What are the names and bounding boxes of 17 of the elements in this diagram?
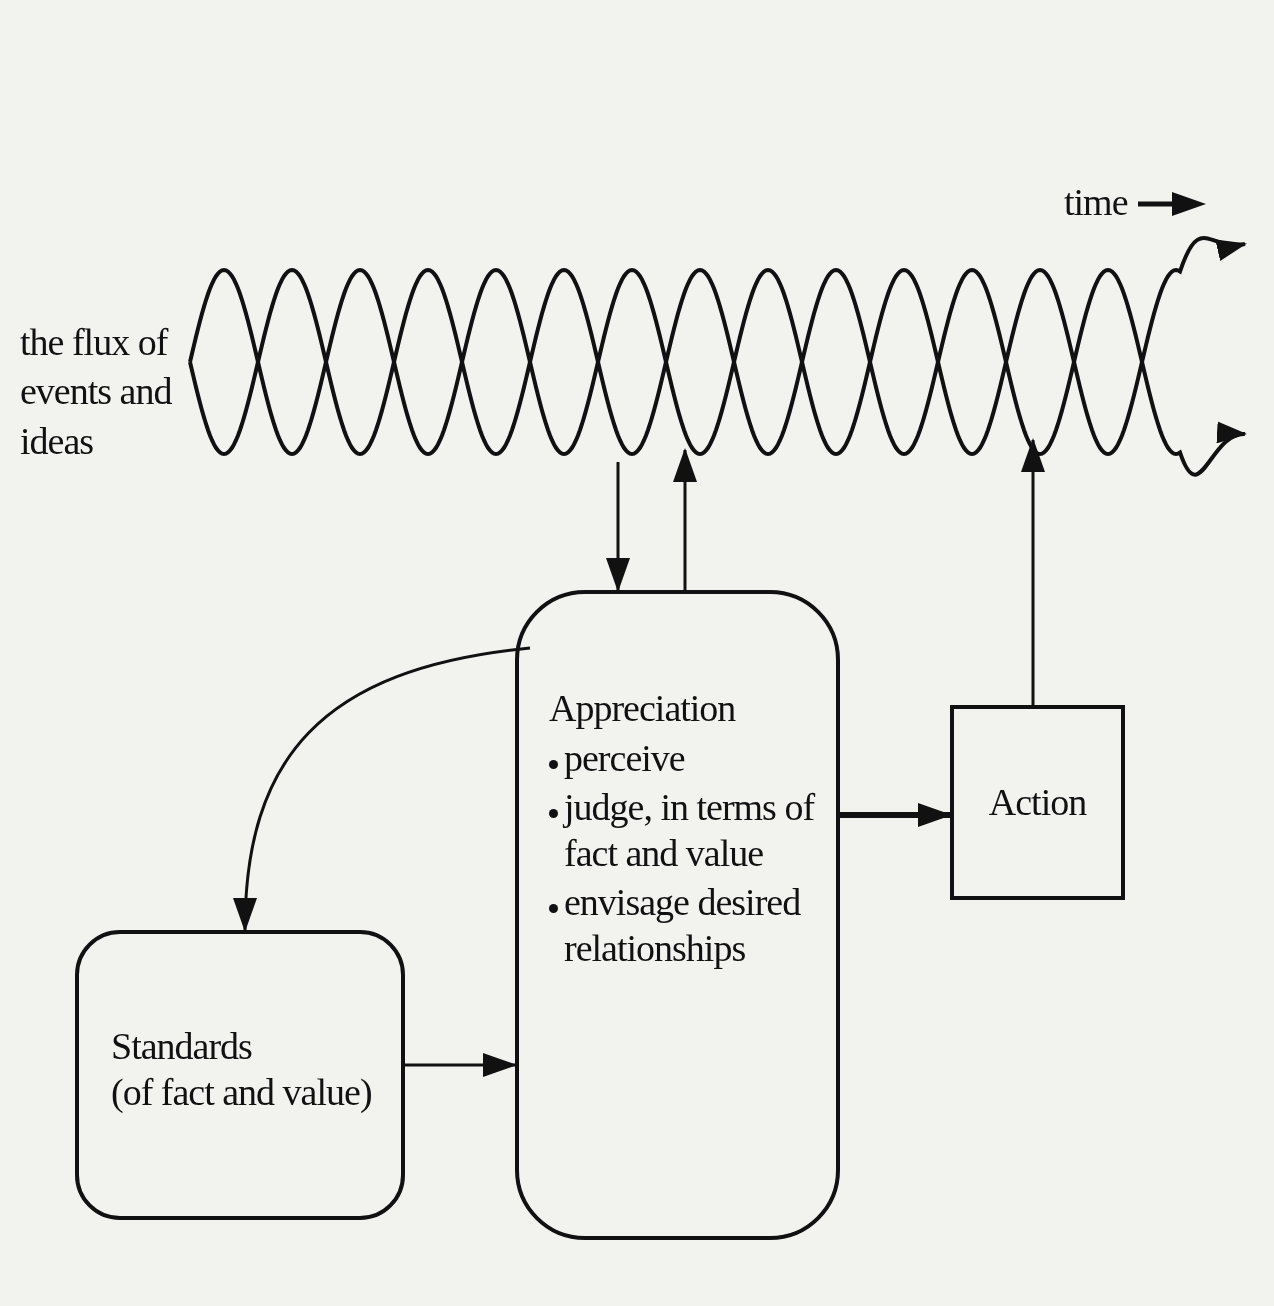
bullet-text: perceive: [564, 735, 685, 781]
arrow: [606, 462, 630, 592]
appreciation-box: [515, 590, 840, 1240]
box-heading: Appreciation: [549, 687, 736, 729]
arrow: [405, 1053, 517, 1077]
time-label: time: [1064, 180, 1128, 225]
box-heading: Standards: [111, 1025, 252, 1067]
arrow: [234, 646, 531, 932]
arrow: [673, 448, 697, 590]
arrow: [1021, 438, 1045, 705]
action-box: [950, 705, 1125, 900]
bullet-text: envisage desired relationships: [564, 880, 802, 971]
arrow: [840, 803, 952, 827]
caption-text: the flux of events and ideas: [20, 320, 173, 464]
standards-box: [75, 930, 405, 1220]
box-text: (of fact and value): [111, 1070, 372, 1113]
box-heading: Action: [988, 780, 1087, 823]
